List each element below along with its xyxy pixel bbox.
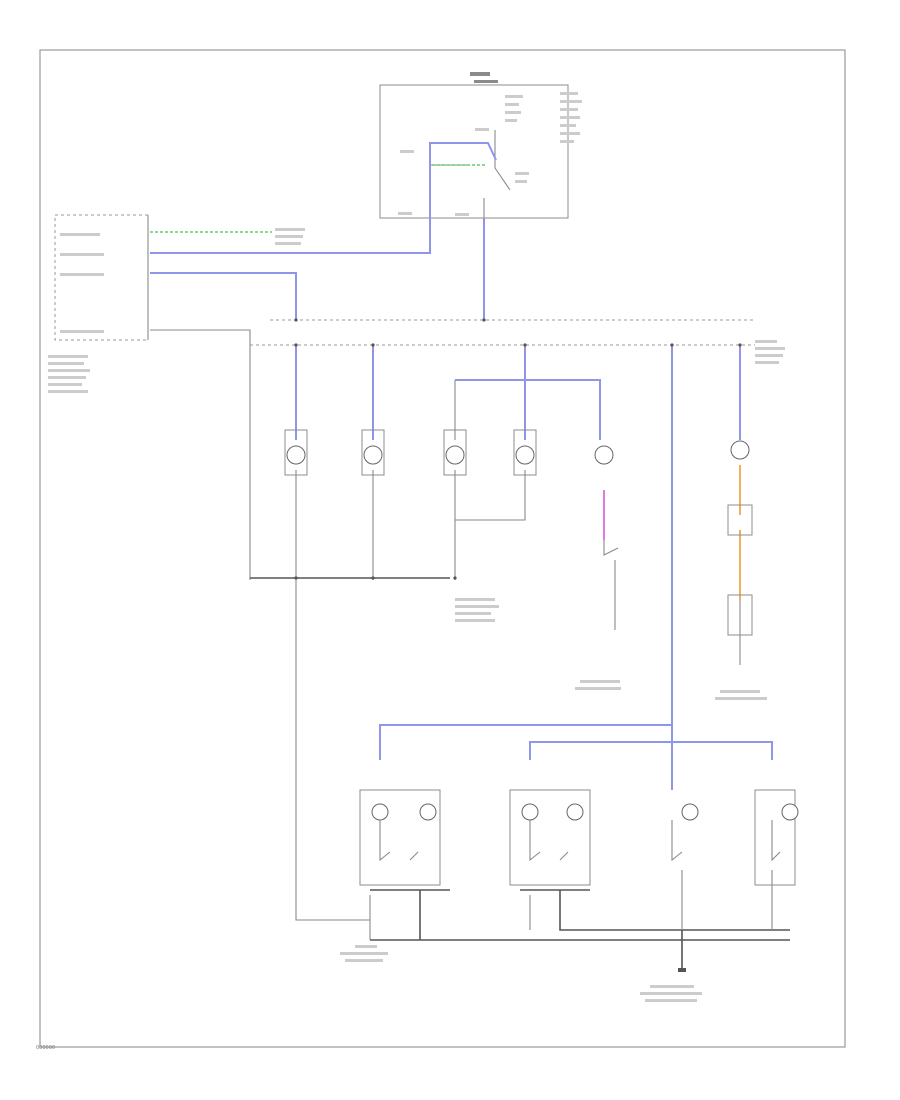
bottom-lamps — [359, 724, 799, 886]
bus-terminals — [294, 318, 742, 580]
diagram-frame — [39, 49, 846, 1048]
wire-blue-1 — [150, 215, 431, 254]
ground-bus-bottom — [370, 889, 790, 970]
wire-courtesy — [150, 329, 251, 580]
wire-blue-2 — [150, 272, 297, 320]
lamp-branches — [284, 345, 753, 760]
ground-drop — [295, 580, 370, 921]
diagram-code: 000000 — [36, 1045, 56, 1051]
left-connector — [48, 214, 305, 393]
top-relay-box — [379, 72, 582, 219]
ground-symbol — [678, 968, 686, 972]
